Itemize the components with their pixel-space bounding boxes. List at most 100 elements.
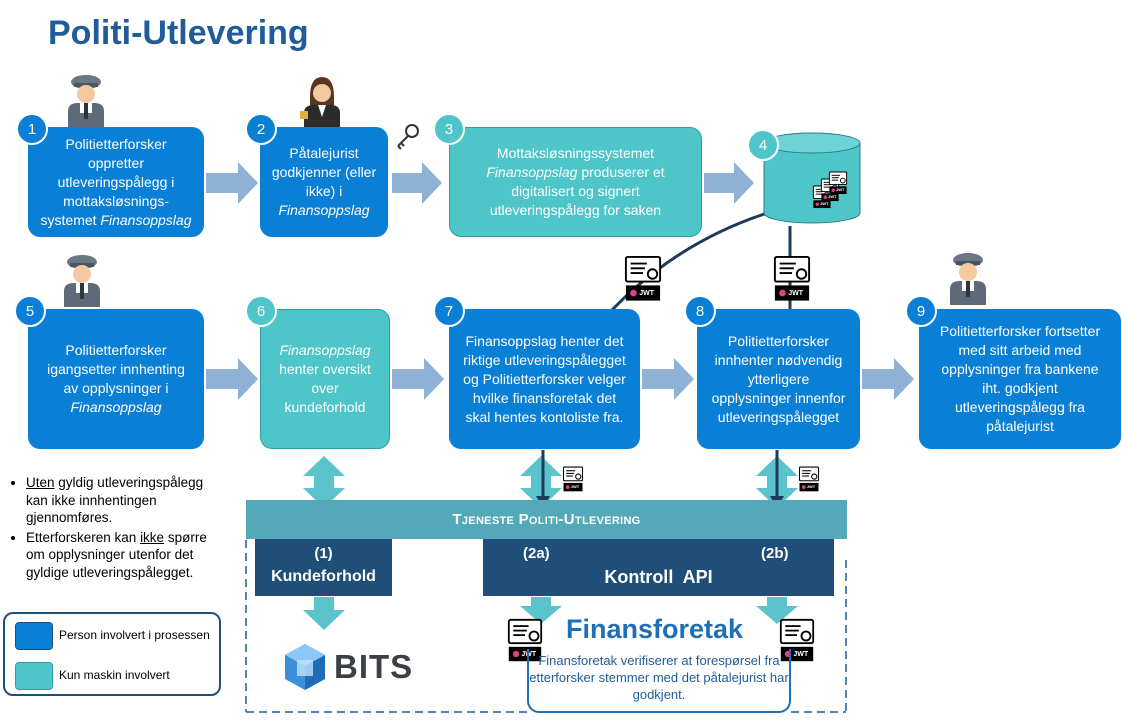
step-line: systemet Finansoppslag <box>40 211 192 228</box>
step-line: Politietterforsker <box>727 332 830 349</box>
step-line: innhenter nødvendig <box>714 351 843 368</box>
step-line: Finansoppslag henter det <box>465 332 624 349</box>
finansforetak-title: Finansforetak <box>566 614 744 644</box>
step-line: oppretter <box>87 154 145 171</box>
step-line: Finansoppslag <box>272 201 376 220</box>
service-bar: Tjeneste Politi-Utlevering <box>246 500 847 539</box>
step-number: 7 <box>433 295 465 327</box>
step-line: Finansoppslag <box>47 398 185 417</box>
api-label: Kontroll API <box>604 567 713 587</box>
certificate-icon <box>773 255 811 301</box>
step-text: Påtalejurist godkjenner (eller ikke) i Fina… <box>272 144 376 220</box>
arrow-6-7 <box>392 358 444 400</box>
police-officer-icon <box>950 253 986 305</box>
step-number: 4 <box>747 129 779 161</box>
step-line: utleveringspålegget <box>717 408 840 425</box>
kunde-number: (1) <box>314 545 333 562</box>
step-line: riktige utleveringspålegget <box>463 351 626 368</box>
certificate-icon <box>562 466 584 492</box>
step-line: utleveringspålegg fra <box>955 399 1085 415</box>
arrow-3-4 <box>704 162 754 204</box>
police-officer-icon <box>64 255 100 307</box>
certificate-label: JWT <box>828 194 837 200</box>
updown-arrow-6 <box>303 456 345 508</box>
step-line: Finansoppslag <box>279 341 371 360</box>
step-line: ikke) i <box>305 183 343 199</box>
arrow-5-6 <box>206 358 258 400</box>
step-1-box: Politietterforsker oppretter utleveringspå… <box>28 127 204 237</box>
rule-item: Etterforskeren kan ikke spørre om opplys… <box>26 529 228 582</box>
legend-person-label: Person involvert i prosessen <box>59 628 210 642</box>
database-cylinder <box>763 132 861 224</box>
step-line: igangsetter innhenting <box>47 361 185 377</box>
finansforetak-description: Finansforetak verifiserer at forespørsel… <box>527 649 791 713</box>
arrow-7-8 <box>642 358 694 400</box>
step-number: 8 <box>684 295 716 327</box>
step-line: skal hentes kontoliste fra. <box>465 408 624 425</box>
certificate-label: JWT <box>639 289 654 297</box>
step-line: kundeforhold <box>284 399 366 415</box>
step-line: av opplysninger i <box>63 380 169 396</box>
certificate-label: JWT <box>806 484 816 490</box>
step-text: Politietterforsker fortsetter med sitt ar… <box>940 322 1100 436</box>
legend-machine-swatch <box>15 662 53 690</box>
api-2b-number: (2b) <box>761 545 789 562</box>
certificate-icon <box>798 466 820 492</box>
page-title: Politi-Utlevering <box>48 14 309 52</box>
step-line: digitalisert og signert <box>511 183 640 199</box>
step-text: Politietterforsker oppretter utleveringspå… <box>41 135 192 230</box>
down-arrow-2b <box>756 597 798 624</box>
step-line: godkjenner (eller <box>271 164 377 180</box>
key-icon <box>397 124 419 150</box>
step-line-italic: Finansoppslag <box>278 202 370 218</box>
arrow-1-2 <box>206 162 258 204</box>
step-line: hvilke finansforetak det <box>472 389 617 406</box>
bits-logo-icon <box>285 644 325 690</box>
certificate-label: JWT <box>836 187 845 193</box>
step-number: 5 <box>14 295 46 327</box>
rules-list: Uten gyldig utleveringspålegg kan ikke i… <box>8 474 228 583</box>
step-line: opplysninger fra bankene <box>941 361 1099 377</box>
step-line: utleveringspålegg for saken <box>489 202 662 218</box>
arrow-2-3 <box>392 162 442 204</box>
bits-logo-text: BITS <box>334 648 414 685</box>
legend-person-swatch <box>15 622 53 650</box>
step-line-italic: Finansoppslag <box>70 399 162 415</box>
down-arrow-bits <box>303 597 345 630</box>
step-line: over <box>311 380 339 396</box>
certificate-icon <box>624 255 662 301</box>
step-line: utleveringspålegg i <box>57 173 175 190</box>
step-number: 3 <box>433 113 465 145</box>
step-line: Politietterforsker fortsetter <box>939 323 1101 339</box>
step-line: og Politietterforsker velger <box>463 370 626 387</box>
step-text: Finansoppslag henter det riktige utleveri… <box>463 332 626 427</box>
lawyer-icon <box>300 77 340 127</box>
step-line: Påtalejurist <box>289 145 359 161</box>
kundeforhold-block: (1) Kundeforhold <box>255 539 392 596</box>
step-number: 9 <box>905 295 937 327</box>
rule-item: Uten gyldig utleveringspålegg kan ikke i… <box>26 474 228 527</box>
step-line: Finansoppslag produserer et <box>486 164 665 180</box>
step-line: Politietterforsker <box>65 135 167 152</box>
step-line: påtalejurist <box>986 418 1054 434</box>
legend-machine-label: Kun maskin involvert <box>59 668 170 682</box>
step-line: med sitt arbeid med <box>958 342 1082 358</box>
kunde-label: Kundeforhold <box>271 568 376 585</box>
step-line: iht. godkjent <box>982 380 1058 396</box>
step-number: 1 <box>16 113 48 145</box>
legend: Person involvert i prosessen Kun maskin … <box>3 612 221 696</box>
step-line: mottaksløsnings- <box>63 192 169 209</box>
step-line-italic: Finansoppslag <box>100 211 192 228</box>
step-2-box: Påtalejurist godkjenner (eller ikke) i Fina… <box>260 127 388 237</box>
certificate-label: JWT <box>793 650 809 658</box>
kontroll-api-block: (2a) (2b) Kontroll API <box>483 539 834 596</box>
